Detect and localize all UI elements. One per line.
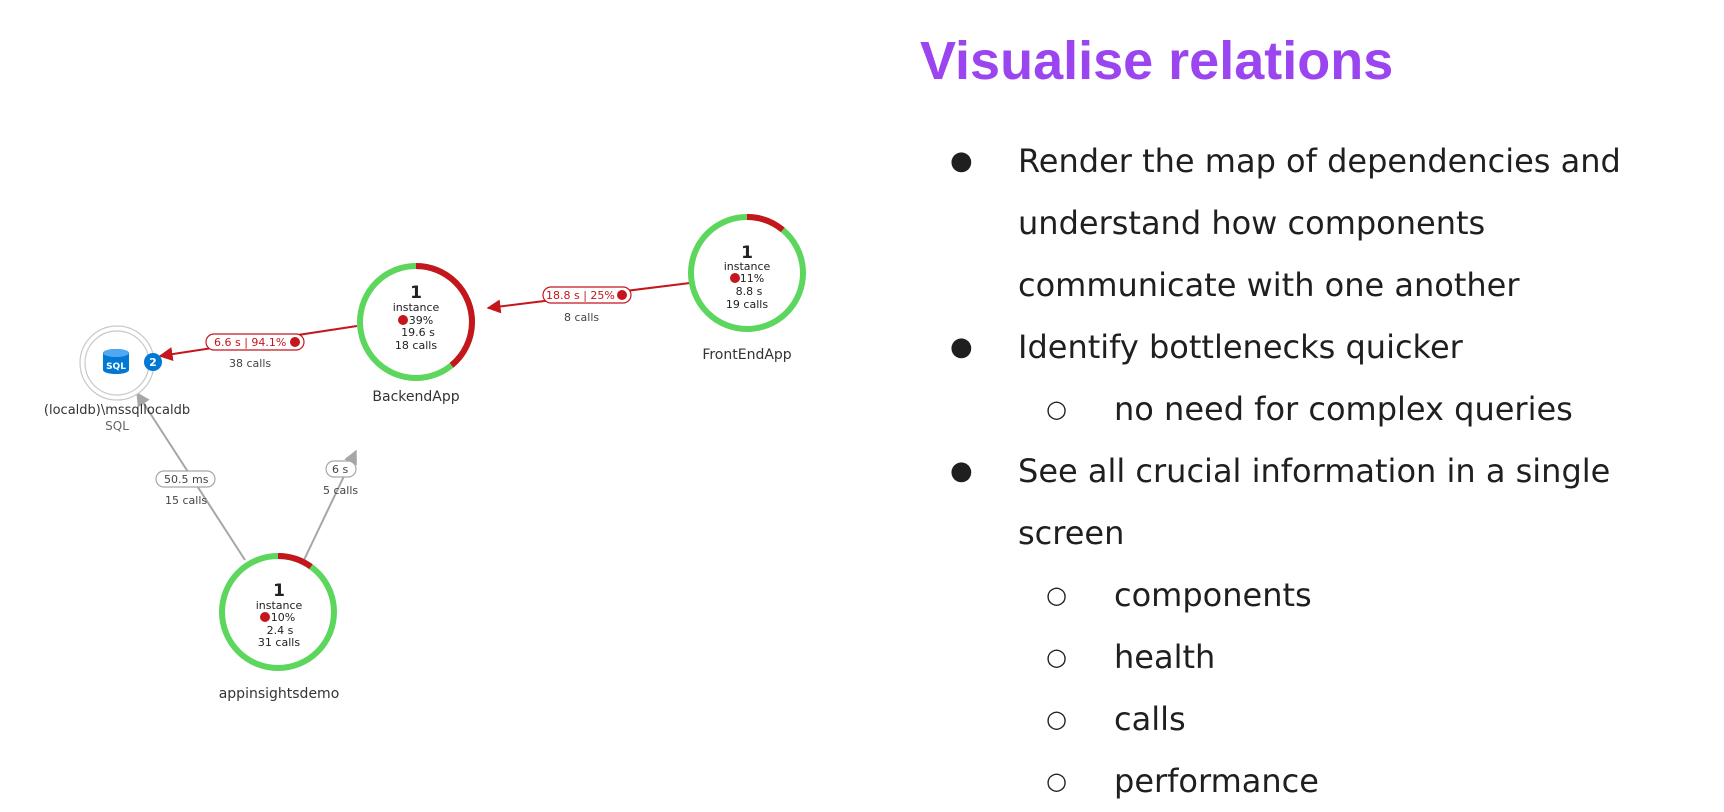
bullet-text: performance bbox=[1114, 762, 1319, 800]
edge-backend-sql-calls: 38 calls bbox=[229, 357, 271, 370]
bullet-text: calls bbox=[1114, 700, 1186, 738]
bullet-list: ● Render the map of dependencies and unde… bbox=[950, 130, 1708, 812]
edge-frontend-backend-calls: 8 calls bbox=[564, 311, 599, 324]
sub-bullet-item: ○ calls bbox=[950, 688, 1708, 750]
edge-appinsights-to-sql[interactable]: 50.5 ms 15 calls bbox=[136, 391, 246, 561]
bullet-circle-icon: ○ bbox=[1046, 643, 1067, 671]
edge-backend-sql-label: 6.6 s | 94.1% bbox=[214, 336, 286, 349]
edge-appinsights-sql-calls: 15 calls bbox=[165, 494, 207, 507]
edge-appinsights-sql-label: 50.5 ms bbox=[164, 473, 209, 486]
node-count: 1 bbox=[410, 283, 422, 303]
bullet-text: health bbox=[1114, 638, 1216, 676]
node-appinsightsdemo[interactable]: 1 instance 10% 2.4 s 31 calls appinsight… bbox=[219, 553, 340, 702]
error-icon bbox=[290, 337, 300, 347]
node-name: BackendApp bbox=[372, 389, 459, 405]
edge-backend-to-sql[interactable]: 6.6 s | 94.1% 38 calls bbox=[158, 325, 358, 370]
application-map: 18.8 s | 25% 8 calls 6.6 s | 94.1% 38 ca… bbox=[44, 214, 806, 702]
node-failure: 10% bbox=[271, 611, 295, 624]
sql-database-icon: SQL bbox=[103, 349, 129, 374]
node-unit: instance bbox=[724, 260, 771, 273]
node-failure: 11% bbox=[740, 272, 764, 285]
edge-frontend-to-backend[interactable]: 18.8 s | 25% 8 calls bbox=[486, 282, 691, 324]
bullet-text: See all crucial information in a single … bbox=[1018, 452, 1611, 552]
node-duration: 8.8 s bbox=[736, 285, 763, 298]
node-name: appinsightsdemo bbox=[219, 686, 340, 702]
error-icon bbox=[260, 612, 270, 622]
sub-bullet-item: ○ performance bbox=[950, 750, 1708, 812]
bullet-dot-icon: ● bbox=[950, 146, 973, 176]
edge-appinsights-external-label: 6 s bbox=[332, 463, 348, 476]
failure-arc bbox=[688, 214, 806, 332]
node-unit: instance bbox=[393, 301, 440, 314]
edge-frontend-backend-label: 18.8 s | 25% bbox=[546, 289, 615, 302]
node-calls: 31 calls bbox=[258, 636, 300, 649]
bullet-text: no need for complex queries bbox=[1114, 390, 1573, 428]
count-badge bbox=[144, 353, 162, 371]
node-sql[interactable]: SQL 2 (localdb)\mssqllocaldb SQL bbox=[44, 325, 190, 433]
bullet-item: ● Identify bottlenecks quicker bbox=[950, 316, 1708, 378]
sub-bullet-item: ○ health bbox=[950, 626, 1708, 688]
failure-arc bbox=[357, 263, 475, 381]
sub-bullet-item: ○ no need for complex queries bbox=[950, 378, 1708, 440]
bullet-item: ● Render the map of dependencies and unde… bbox=[950, 130, 1708, 316]
bullet-text: Identify bottlenecks quicker bbox=[1018, 328, 1463, 366]
error-icon bbox=[398, 315, 408, 325]
bullet-item: ● See all crucial information in a single… bbox=[950, 440, 1708, 564]
edge-appinsights-to-external[interactable]: 6 s 5 calls bbox=[303, 449, 358, 561]
node-duration: 19.6 s bbox=[401, 326, 435, 339]
node-count: 1 bbox=[273, 581, 285, 601]
svg-text:SQL: SQL bbox=[106, 362, 126, 372]
sub-bullet-item: ○ components bbox=[950, 564, 1708, 626]
node-name: (localdb)\mssqllocaldb bbox=[44, 403, 190, 418]
failure-arc bbox=[219, 553, 337, 671]
bullet-text: Render the map of dependencies and under… bbox=[1018, 142, 1621, 304]
node-count: 1 bbox=[741, 243, 753, 263]
bullet-circle-icon: ○ bbox=[1046, 705, 1067, 733]
node-failure: 39% bbox=[409, 314, 433, 327]
node-duration: 2.4 s bbox=[267, 624, 294, 637]
node-calls: 18 calls bbox=[395, 339, 437, 352]
count-badge-text: 2 bbox=[149, 356, 157, 369]
edge-appinsights-external-calls: 5 calls bbox=[323, 484, 358, 497]
node-backendapp[interactable]: 1 instance 39% 19.6 s 18 calls BackendAp… bbox=[357, 263, 475, 405]
error-icon bbox=[617, 290, 627, 300]
slide-title: Visualise relations bbox=[920, 31, 1394, 91]
bullet-dot-icon: ● bbox=[950, 456, 973, 486]
node-unit: instance bbox=[256, 599, 303, 612]
node-type: SQL bbox=[105, 419, 129, 433]
bullet-circle-icon: ○ bbox=[1046, 581, 1067, 609]
node-calls: 19 calls bbox=[726, 298, 768, 311]
node-frontendapp[interactable]: 1 instance 11% 8.8 s 19 calls FrontEndAp… bbox=[688, 214, 806, 363]
bullet-dot-icon: ● bbox=[950, 332, 973, 362]
node-name: FrontEndApp bbox=[702, 347, 791, 363]
bullet-text: components bbox=[1114, 576, 1312, 614]
error-icon bbox=[730, 273, 740, 283]
bullet-circle-icon: ○ bbox=[1046, 767, 1067, 795]
bullet-circle-icon: ○ bbox=[1046, 395, 1067, 423]
